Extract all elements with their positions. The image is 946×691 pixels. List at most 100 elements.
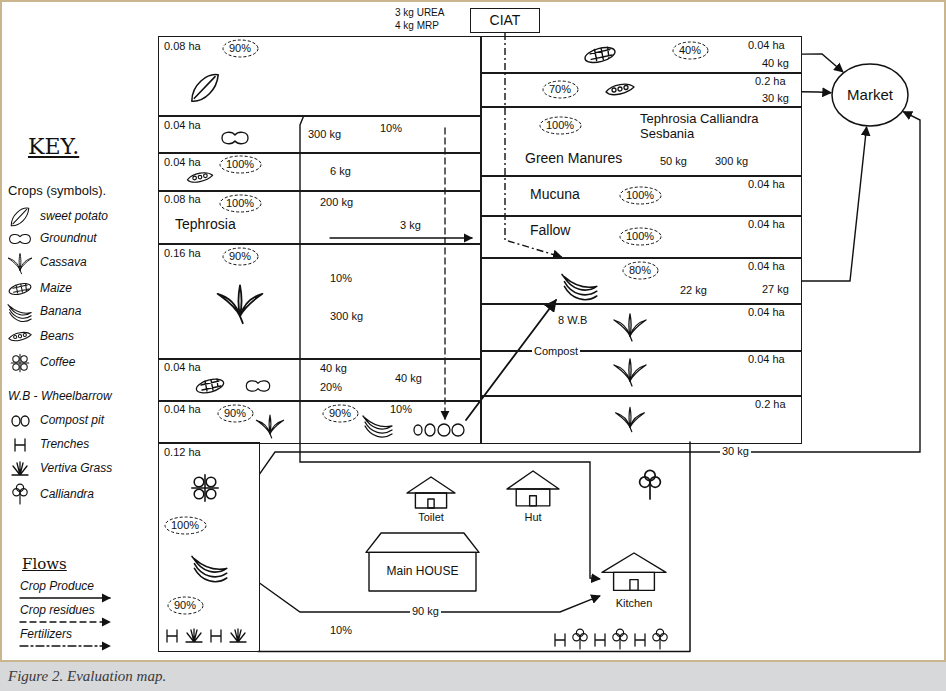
map-label: 300 kg — [715, 155, 748, 168]
produce-flow — [260, 112, 921, 475]
calliandra-symbol — [640, 470, 661, 499]
sweet-potato-symbol — [185, 71, 225, 104]
hut-door — [428, 499, 434, 508]
produce-flow — [300, 117, 600, 579]
banana-symbol — [363, 416, 392, 437]
plot-label: Tephrosia — [175, 216, 236, 232]
legend-symbol — [7, 206, 33, 228]
compost-pit — [452, 424, 464, 436]
legend-text: Beans — [40, 330, 74, 344]
market-label: Market — [847, 86, 893, 103]
hut-door — [530, 496, 537, 506]
percent-circle: 100% — [619, 227, 662, 246]
plot-label: 0.04 ha — [748, 39, 785, 52]
maize-symbol — [583, 45, 616, 66]
percent-label: 100% — [226, 158, 254, 171]
percent-circle: 90% — [217, 404, 254, 423]
percent-circle: 100% — [219, 155, 262, 174]
farm-plot: 0.12 ha100%90% — [158, 442, 260, 652]
map-label: 10% — [330, 624, 352, 637]
building-label: Toilet — [418, 511, 444, 524]
map-label: 3 kg UREA — [395, 7, 444, 19]
trench-symbol — [211, 630, 221, 642]
market-outline — [832, 64, 908, 126]
map-label: KEY. — [28, 134, 79, 159]
map-label: 6 kg — [330, 165, 351, 178]
map-label: 10% — [380, 122, 402, 135]
percent-circle: 90% — [222, 39, 259, 58]
plot-label: 0.04 ha — [748, 178, 785, 191]
produce-flow — [802, 127, 867, 281]
legend-text: Maize — [40, 282, 72, 296]
legend-symbol — [8, 281, 32, 296]
farm-plot: 0.04 ha100% — [158, 152, 482, 192]
cassava-symbol — [616, 407, 645, 431]
banana-symbol — [562, 274, 597, 299]
trench-symbol — [555, 634, 565, 646]
farm-plot: 0.04 ha80% — [480, 257, 802, 305]
main-house: Main HOUSE — [365, 532, 480, 592]
building-label: Kitchen — [616, 597, 653, 610]
figure-frame — [1, 1, 945, 661]
map-label: 200 kg — [320, 196, 353, 209]
percent-label: 100% — [226, 197, 254, 210]
calliandra-symbol — [573, 629, 587, 649]
farm-plot: Tephrosia Calliandra SesbaniaGreen Manur… — [480, 106, 802, 177]
legend-symbol — [10, 234, 31, 243]
residue-arrow — [444, 128, 445, 419]
cassava-symbol — [614, 359, 646, 386]
map-label: Flows — [22, 556, 67, 573]
legend-text: Calliandra — [40, 488, 94, 502]
building-label: Main HOUSE — [386, 565, 458, 579]
dashed-circle — [220, 195, 261, 212]
percent-label: 80% — [629, 264, 651, 277]
legend-symbol — [8, 305, 31, 322]
building: Toilet — [405, 476, 457, 526]
source-label: CIAT — [490, 12, 521, 28]
plot-label: 0.08 ha — [164, 40, 201, 53]
produce-flow — [802, 91, 832, 93]
legend-text: Groundnut — [40, 232, 97, 246]
trench-symbol — [167, 630, 177, 642]
legend-symbol — [8, 254, 32, 274]
caption-band — [0, 662, 946, 691]
legend-symbol — [12, 416, 29, 426]
legend-line — [20, 621, 110, 622]
map-label: 40 kg — [320, 362, 347, 375]
hut-door — [630, 580, 638, 591]
dashed-circle — [218, 405, 253, 422]
trench-symbol — [635, 634, 645, 646]
plot-label: 0.04 ha — [164, 361, 201, 374]
legend-text: Coffee — [40, 356, 75, 370]
hut-wall — [415, 493, 446, 508]
percent-circle: 70% — [542, 80, 579, 99]
plot-label: 0.2 ha — [755, 75, 786, 88]
trench-symbol — [595, 634, 605, 646]
produce-flow — [802, 54, 843, 72]
farm-plot: 0.08 ha 90% — [158, 36, 482, 117]
percent-circle: 90% — [167, 596, 204, 615]
legend-symbol — [13, 484, 27, 504]
legend-symbol — [15, 439, 25, 451]
flow-quantity: 40 kg — [760, 57, 791, 70]
compost-pit — [414, 425, 422, 435]
legend-text: Crop Produce — [20, 580, 94, 594]
compost-pit — [438, 424, 450, 436]
farm-plot: 0.04 ha — [480, 303, 802, 352]
calliandra-symbol — [653, 629, 667, 649]
farm-plot: 0.04 haFallow100% — [480, 215, 802, 259]
map-label: 8 W.B — [556, 314, 589, 327]
source-box: CIAT — [470, 8, 540, 33]
dashed-circle — [168, 597, 203, 614]
farm-plot: 0.04 haMucuna100% — [480, 175, 802, 217]
percent-label: 90% — [224, 407, 246, 420]
plot-label: 0.04 ha — [748, 353, 785, 366]
vetiver-symbol — [230, 629, 246, 642]
percent-label: 100% — [626, 230, 654, 243]
cassava-symbol — [614, 314, 646, 341]
map-label: 300 kg — [330, 310, 363, 323]
map-label: 22 kg — [680, 284, 707, 297]
house-wall — [369, 552, 476, 591]
percent-label: 90% — [229, 250, 251, 263]
